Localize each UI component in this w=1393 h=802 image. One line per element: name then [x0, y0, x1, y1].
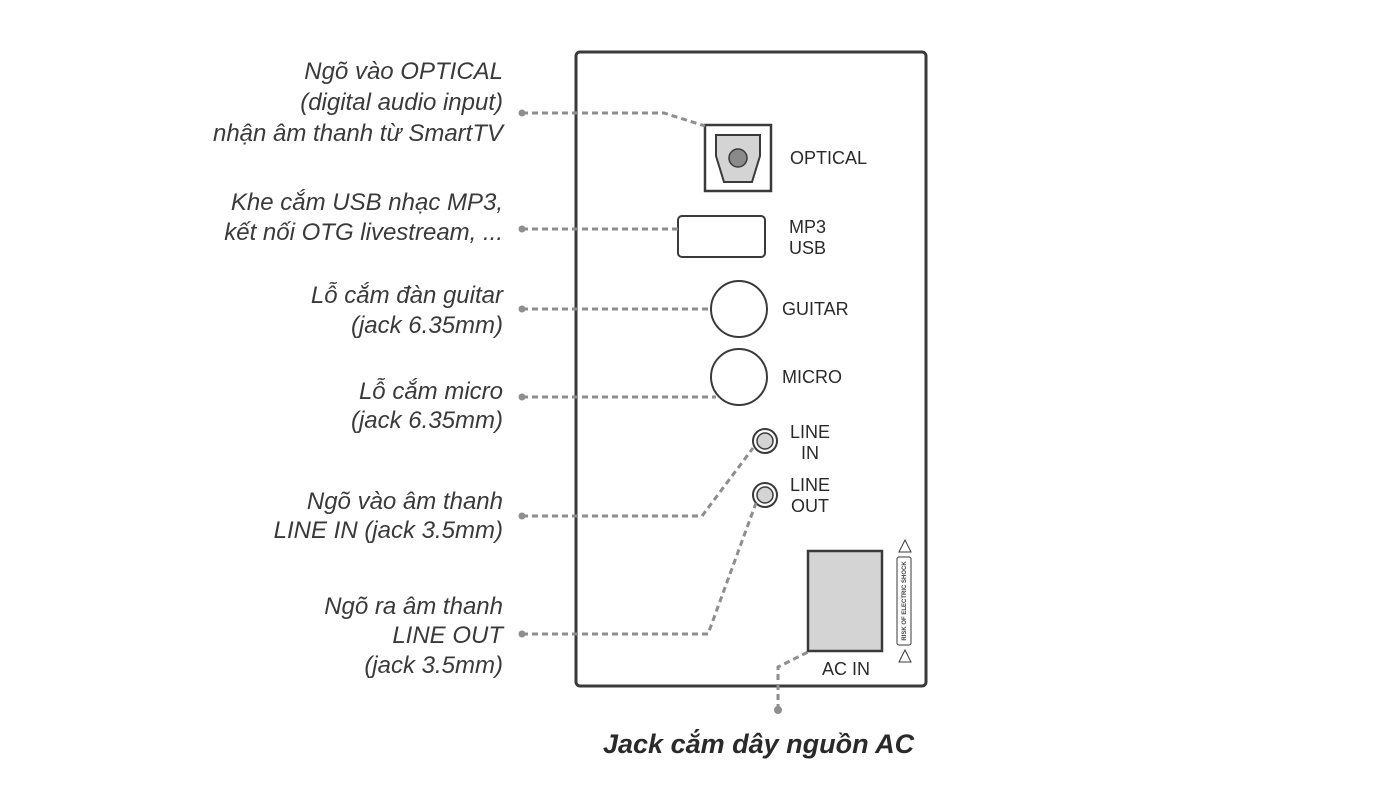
callout-usb-line2: kết nối OTG livestream, ...	[224, 219, 503, 246]
warning-triangle-icon	[898, 648, 912, 663]
leader-line-out	[522, 502, 758, 636]
callout-line-in-line1: Ngõ vào âm thanh	[307, 488, 503, 515]
ac-power-caption: Jack cắm dây nguồn AC	[603, 728, 915, 759]
electric-shock-warning: RISK OF ELECTRIC SHOCK	[896, 538, 912, 663]
ac-in-socket	[806, 549, 884, 653]
callout-usb: Khe cắm USB nhạc MP3, kết nối OTG livest…	[224, 189, 503, 246]
leader-ac-in	[776, 650, 809, 710]
callout-usb-line1: Khe cắm USB nhạc MP3,	[231, 189, 503, 216]
guitar-jack-label: GUITAR	[782, 299, 849, 319]
usb-port-label-line1: MP3	[789, 217, 826, 237]
warning-triangle-icon	[898, 538, 912, 553]
callout-guitar-line2: (jack 6.35mm)	[351, 312, 503, 339]
callout-guitar-line1: Lỗ cắm đàn guitar	[311, 281, 504, 309]
line-in-jack	[752, 428, 778, 454]
callout-micro: Lỗ cắm micro (jack 6.35mm)	[351, 377, 503, 434]
callout-optical-line3: nhận âm thanh từ SmartTV	[213, 120, 505, 147]
optical-port-label: OPTICAL	[790, 148, 867, 168]
callout-guitar: Lỗ cắm đàn guitar (jack 6.35mm)	[311, 281, 504, 339]
callout-line-in-line2: LINE IN (jack 3.5mm)	[274, 517, 503, 544]
callout-line-out-line3: (jack 3.5mm)	[364, 652, 503, 679]
callout-line-out: Ngõ ra âm thanh LINE OUT (jack 3.5mm)	[324, 593, 505, 679]
guitar-jack	[710, 280, 768, 338]
callout-optical-line2: (digital audio input)	[300, 89, 503, 116]
warning-text: RISK OF ELECTRIC SHOCK	[902, 561, 908, 641]
ac-in-socket-label: AC IN	[822, 659, 870, 679]
callout-line-out-line1: Ngõ ra âm thanh	[324, 593, 503, 620]
line-out-jack-label-line2: OUT	[791, 496, 829, 516]
micro-jack-label: MICRO	[782, 367, 842, 387]
line-out-jack	[752, 482, 778, 508]
leader-line-in	[522, 447, 755, 518]
usb-port-label-line2: USB	[789, 238, 826, 258]
callout-optical: Ngõ vào OPTICAL (digital audio input) nh…	[213, 58, 505, 147]
callout-line-in: Ngõ vào âm thanh LINE IN (jack 3.5mm)	[274, 488, 503, 544]
line-in-jack-label-line2: IN	[801, 443, 819, 463]
callout-micro-line1: Lỗ cắm micro	[359, 377, 503, 405]
optical-port	[703, 123, 773, 193]
leader-optical	[522, 111, 706, 128]
leader-lines	[518, 109, 809, 714]
usb-port	[677, 215, 766, 258]
callout-line-out-line2: LINE OUT	[392, 622, 505, 649]
callout-optical-line1: Ngõ vào OPTICAL	[304, 58, 503, 85]
line-out-jack-label-line1: LINE	[790, 475, 830, 495]
micro-jack	[710, 348, 768, 406]
line-in-jack-label-line1: LINE	[790, 422, 830, 442]
callout-micro-line2: (jack 6.35mm)	[351, 407, 503, 434]
